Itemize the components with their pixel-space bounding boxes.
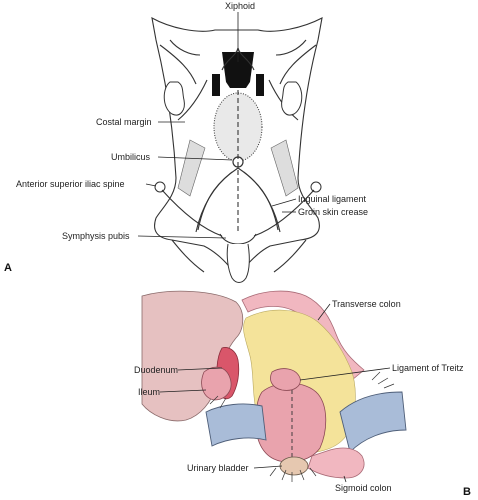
small-bowel	[255, 382, 327, 463]
panel-letter-b: B	[463, 486, 471, 498]
retractor-left	[205, 403, 267, 447]
label-umbilicus: Umbilicus	[111, 152, 151, 162]
retractor-right	[339, 391, 407, 453]
kidney-right	[281, 81, 303, 116]
label-groin-crease: Groin skin crease	[298, 207, 368, 217]
genital-outline	[226, 243, 250, 283]
label-duodenum: Duodenum	[134, 365, 178, 375]
urinary-bladder	[279, 456, 309, 476]
label-sigmoid-colon: Sigmoid colon	[335, 483, 392, 493]
label-ileum: Ileum	[138, 387, 160, 397]
label-costal-margin: Costal margin	[96, 117, 152, 127]
ileum	[201, 366, 232, 401]
label-symphysis-pubis: Symphysis pubis	[62, 231, 130, 241]
label-ligament-of-treitz: Ligament of Treitz	[392, 363, 464, 373]
label-urinary-bladder: Urinary bladder	[187, 463, 249, 473]
kidney-left	[163, 81, 185, 116]
panel-a-drawing	[151, 16, 323, 283]
label-transverse-colon: Transverse colon	[332, 299, 401, 309]
sigmoid-colon	[307, 447, 365, 479]
label-asis: Anterior superior iliac spine	[16, 179, 125, 189]
panel-b-drawing	[141, 290, 407, 482]
panel-letter-a: A	[4, 262, 12, 274]
label-inguinal-ligament: Inguinal ligament	[298, 194, 367, 204]
label-xiphoid: Xiphoid	[225, 1, 255, 11]
torso-outline	[151, 16, 323, 271]
aorta	[222, 52, 254, 88]
